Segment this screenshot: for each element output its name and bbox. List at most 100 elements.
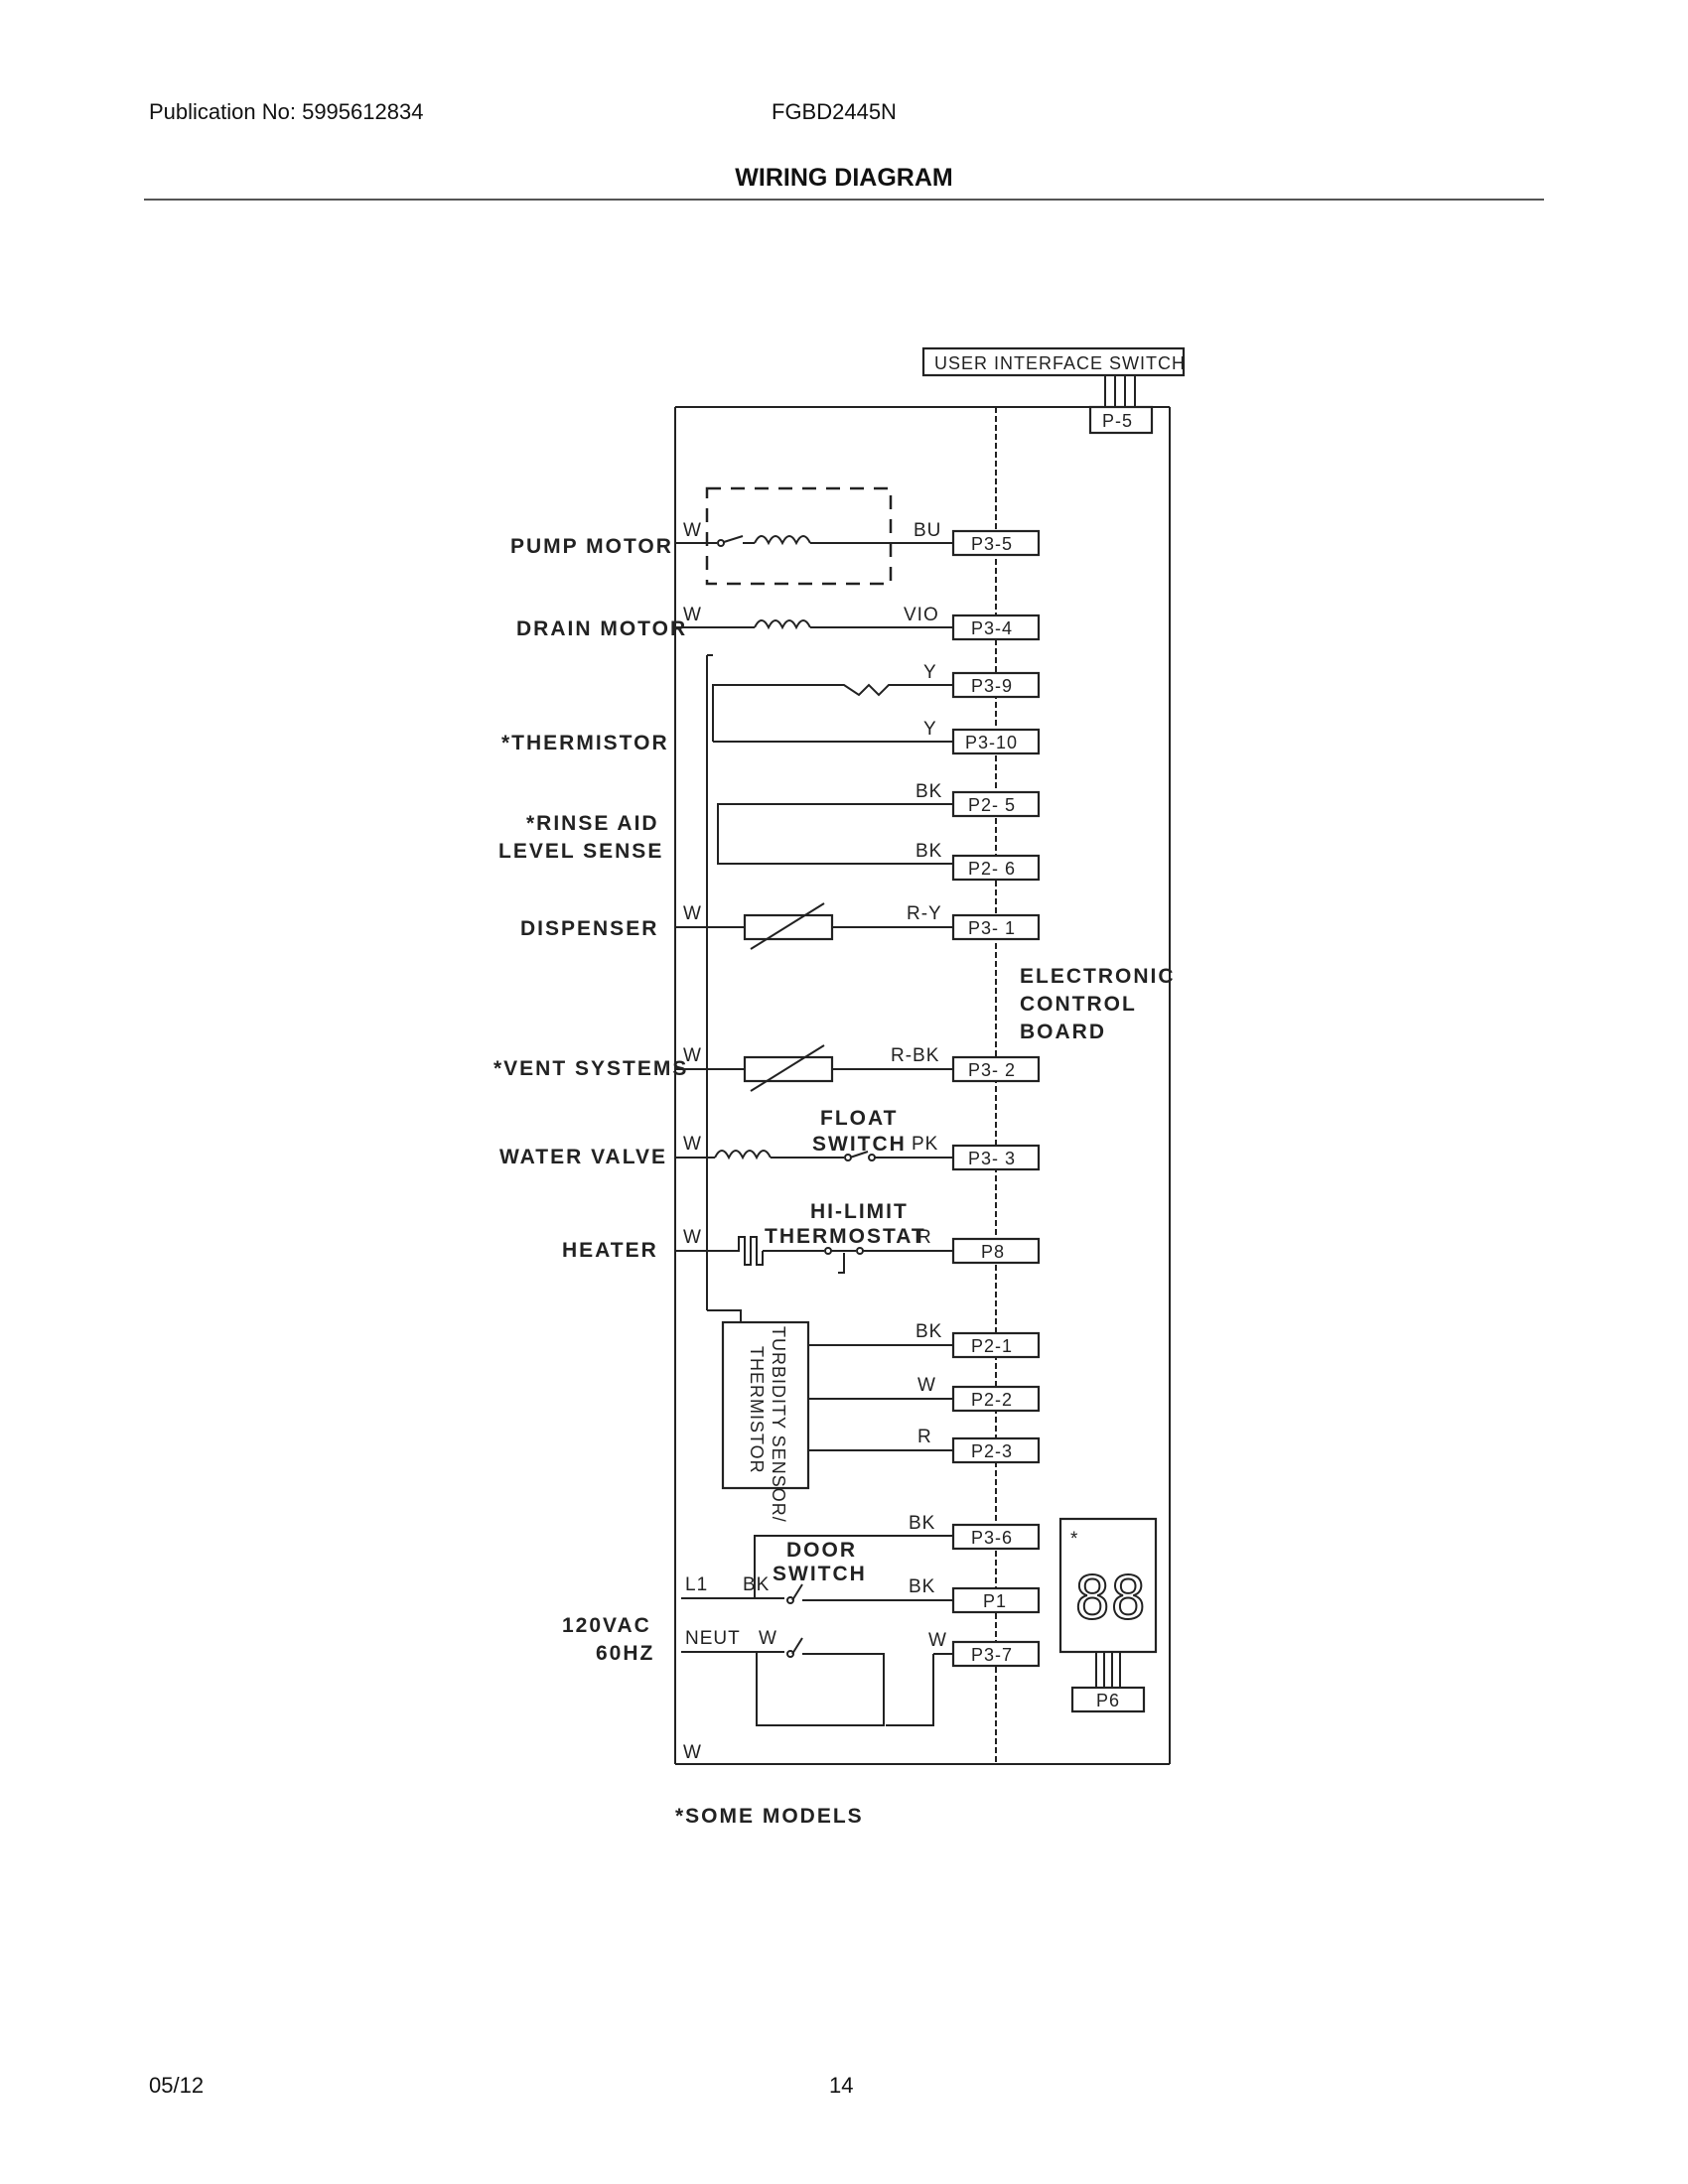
connector-p2-6 (951, 854, 1041, 882)
header-divider (144, 199, 1544, 201)
display-star: * (1070, 1529, 1078, 1550)
therm-y2-label: Y (923, 719, 937, 740)
turbidity-sensor-box (721, 1320, 810, 1490)
ui-ribbon (1104, 375, 1136, 407)
dispenser-label: DISPENSER (520, 917, 658, 940)
pump-w-label: W (683, 520, 702, 541)
power-label-2: 60HZ (596, 1642, 654, 1665)
ecb-label-2: CONTROL (1020, 993, 1137, 1016)
level-sense-label: LEVEL SENSE (498, 840, 663, 863)
turbidity-feed-wire (707, 1309, 742, 1322)
hilimit-symbol (838, 1253, 845, 1274)
footer-date: 05/12 (149, 2073, 205, 2098)
connector-p3-10 (951, 728, 1041, 755)
connector-p2-2 (951, 1385, 1041, 1413)
disp-ry-label: R-Y (907, 903, 942, 924)
connector-p3-2-label: P3- 2 (968, 1060, 1016, 1080)
connector-p8 (951, 1237, 1041, 1265)
connector-p3-2 (951, 1055, 1041, 1083)
vent-rbk-label: R-BK (891, 1045, 939, 1066)
connector-p3-4-label: P3-4 (971, 618, 1013, 638)
hilimit-label-1: HI-LIMIT (810, 1200, 909, 1223)
connector-p1-label: P1 (983, 1591, 1007, 1611)
valve-pk-label: PK (912, 1134, 938, 1155)
neut-w-label: W (759, 1628, 777, 1649)
connector-p3-7 (951, 1640, 1041, 1668)
p3-7-return-wire (886, 1654, 934, 1726)
l1-label: L1 (685, 1574, 708, 1595)
connector-p2-1 (951, 1331, 1041, 1359)
connector-p-5-label: P-5 (1102, 411, 1133, 431)
connector-p2-3-label: P2-3 (971, 1441, 1013, 1461)
connector-p3-9-label: P3-9 (971, 676, 1013, 696)
rinse-bk1-label: BK (915, 781, 942, 802)
connector-p3-5-label: P3-5 (971, 534, 1013, 554)
connector-p2-5-label: P2- 5 (968, 795, 1016, 815)
connector-p6-label: P6 (1096, 1691, 1120, 1710)
connector-p3-10-label: P3-10 (965, 733, 1018, 752)
pump-motor-coil (754, 535, 811, 546)
display-ribbon (1095, 1652, 1121, 1688)
door-label-1: DOOR (786, 1539, 857, 1562)
rinse-aid-wire (717, 803, 953, 865)
connector-p8-label: P8 (981, 1242, 1005, 1262)
connector-p3-1 (951, 913, 1041, 941)
connector-p3-3 (951, 1144, 1041, 1171)
footnote: *SOME MODELS (675, 1805, 864, 1828)
turbidity-label-1: TURBIDITY SENSOR/ (769, 1326, 788, 1523)
connector-p3-5 (951, 529, 1041, 557)
drain-vio-label: VIO (904, 605, 939, 625)
thermistor-label: *THERMISTOR (501, 732, 669, 754)
connector-p2-3 (951, 1436, 1041, 1464)
heater-w-label: W (683, 1227, 702, 1248)
rinse-bk2-label: BK (915, 841, 942, 862)
display-digits: 88 (1074, 1564, 1146, 1633)
power-label-1: 120VAC (562, 1614, 651, 1637)
turb-w-label: W (917, 1375, 936, 1396)
connector-p3-4 (951, 614, 1041, 641)
therm-y1-label: Y (923, 662, 937, 683)
display-unit (1058, 1517, 1158, 1654)
connector-p3-6 (951, 1523, 1041, 1551)
ecb-label-3: BOARD (1020, 1021, 1106, 1043)
door-label-2: SWITCH (773, 1563, 867, 1585)
pump-motor-label: PUMP MOTOR (510, 535, 673, 558)
page-title: WIRING DIAGRAM (735, 164, 953, 192)
connector-p3-9 (951, 671, 1041, 699)
valve-w-label: W (683, 1134, 702, 1155)
drain-w-label: W (683, 605, 702, 625)
connector-p2-2-label: P2-2 (971, 1390, 1013, 1410)
p1-bk-label: BK (909, 1576, 935, 1597)
l1-bk-label: BK (743, 1574, 770, 1595)
door-bk-top-label: BK (909, 1513, 935, 1534)
thermistor-wire-top (712, 683, 953, 742)
connector-p2-6-label: P2- 6 (968, 859, 1016, 879)
user-interface-switch-label: USER INTERFACE SWITCH (934, 353, 1186, 373)
heater-label: HEATER (562, 1239, 658, 1262)
user-interface-switch-box (921, 346, 1186, 377)
hilimit-label-2: THERMOSTAT (765, 1225, 926, 1248)
disp-w-label: W (683, 903, 702, 924)
connector-p1 (951, 1586, 1041, 1614)
connector-p-5 (1088, 405, 1154, 435)
dispenser-element (743, 913, 834, 941)
model-number: FGBD2445N (772, 99, 897, 124)
pump-bu-label: BU (914, 520, 941, 541)
vent-element (743, 1055, 834, 1083)
connector-p3-3-label: P3- 3 (968, 1149, 1016, 1168)
rinse-aid-label: *RINSE AID (526, 812, 659, 835)
turb-bk-label: BK (915, 1321, 942, 1342)
water-valve-label: WATER VALVE (499, 1146, 667, 1168)
connector-p6 (1070, 1686, 1146, 1713)
connector-p2-1-label: P2-1 (971, 1336, 1013, 1356)
heater-r-label: R (917, 1227, 932, 1248)
bottom-w-label: W (683, 1742, 702, 1763)
drain-motor-label: DRAIN MOTOR (516, 617, 687, 640)
connector-p2-5 (951, 790, 1041, 818)
float-label-1: FLOAT (820, 1107, 898, 1130)
connector-p3-1-label: P3- 1 (968, 918, 1016, 938)
float-label-2: SWITCH (812, 1133, 907, 1156)
connector-p3-7-label: P3-7 (971, 1645, 1013, 1665)
